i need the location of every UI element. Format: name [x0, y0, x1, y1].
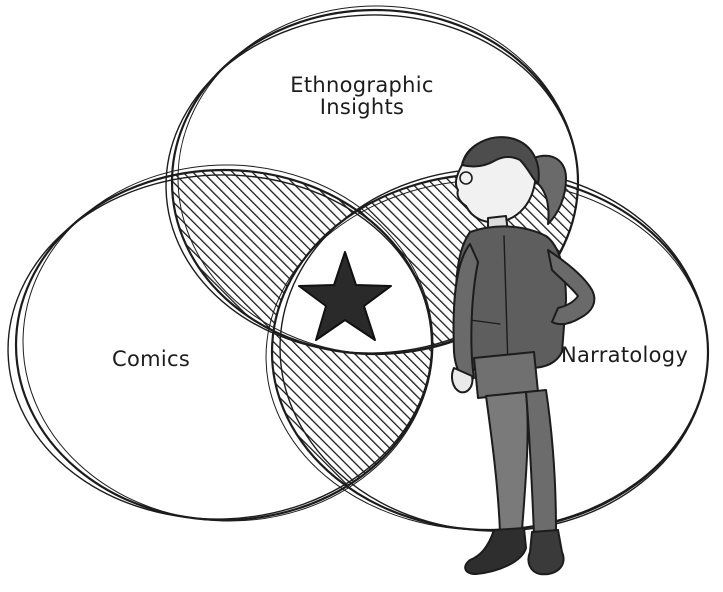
label-ethnographic-line2: Insights	[262, 96, 462, 118]
label-comics: Comics	[112, 348, 190, 370]
label-narratology: Narratology	[561, 344, 688, 366]
label-ethnographic-line1: Ethnographic	[262, 74, 462, 96]
label-ethnographic-insights: Ethnographic Insights	[262, 74, 462, 118]
